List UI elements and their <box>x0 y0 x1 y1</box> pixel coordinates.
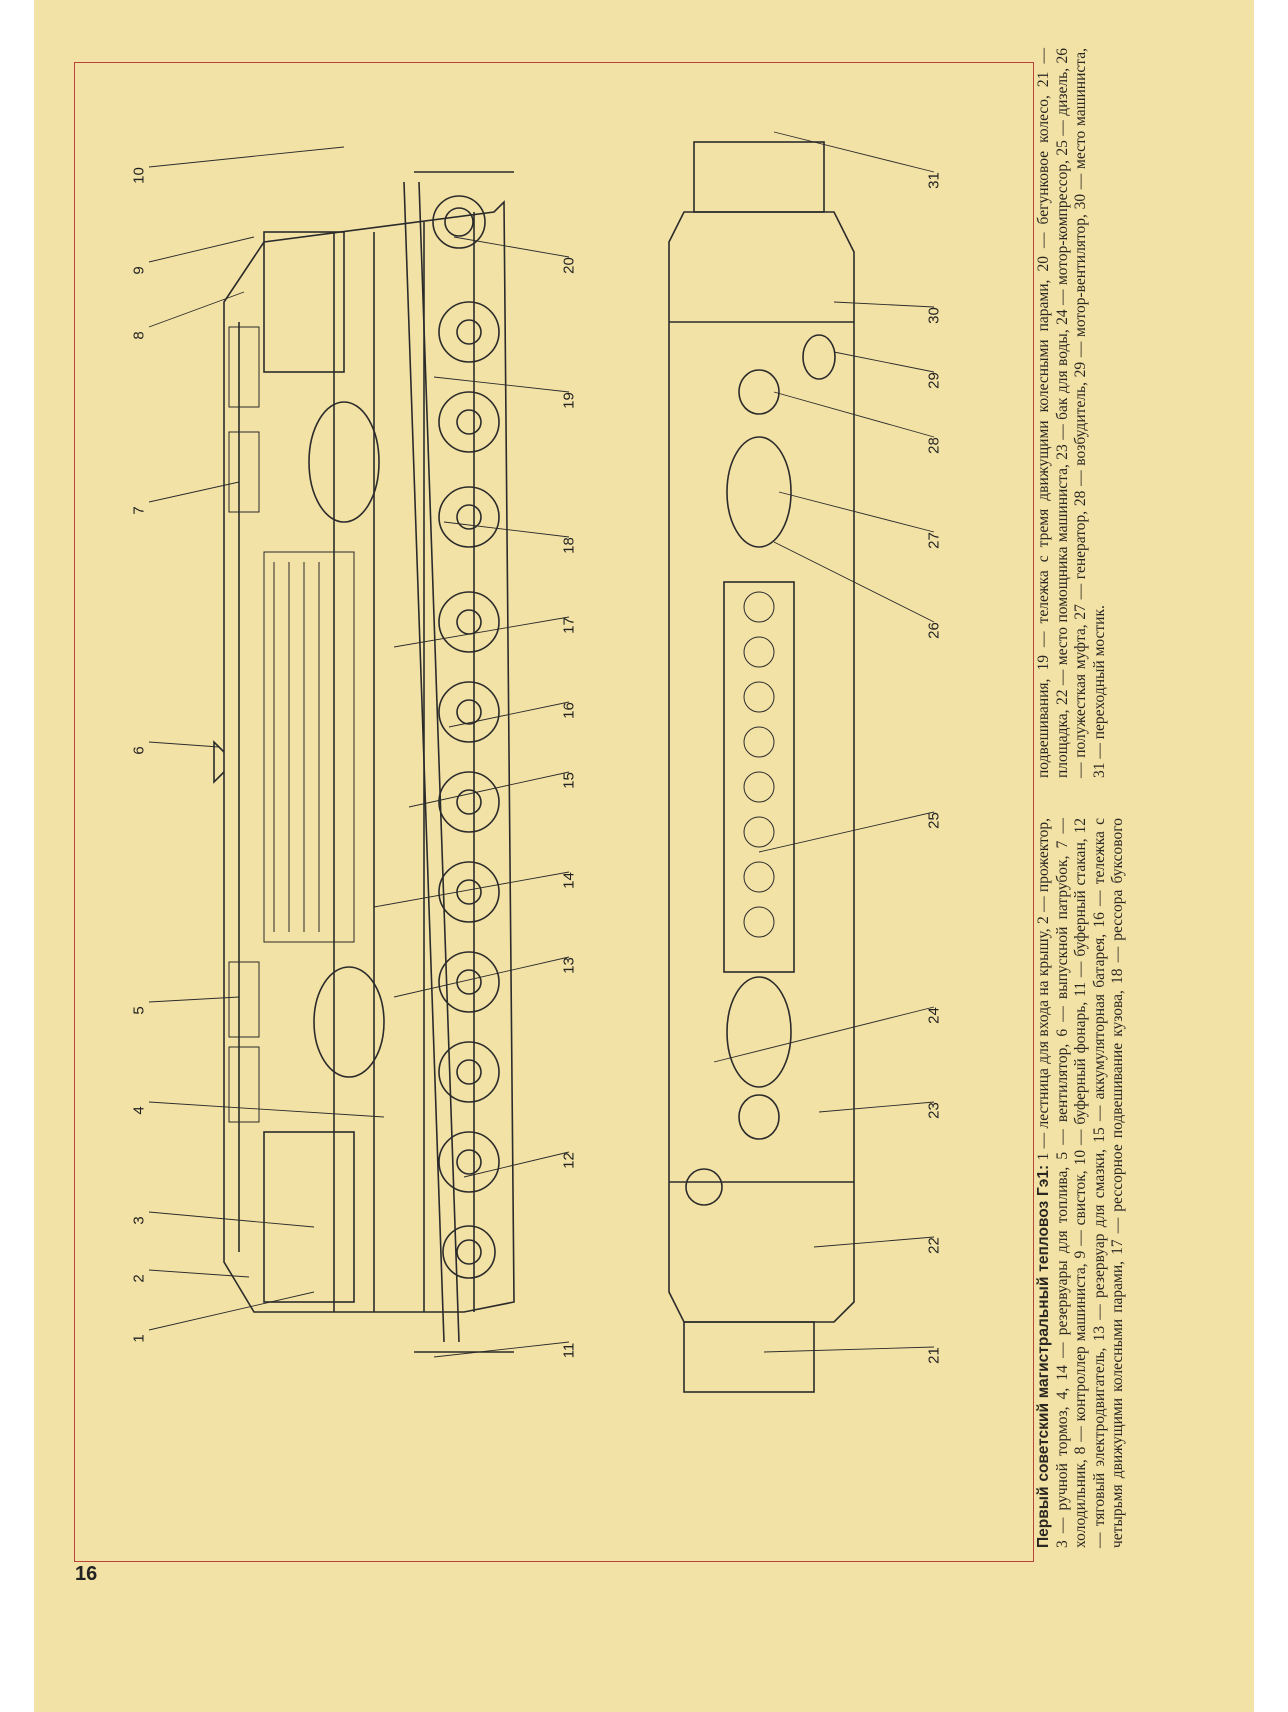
label-26: 26 <box>925 622 943 639</box>
page-number: 16 <box>75 1563 98 1585</box>
figure-caption: Первый советский магистральный тепловоз … <box>1035 48 1185 1548</box>
label-13: 13 <box>560 957 578 974</box>
label-27: 27 <box>925 532 943 549</box>
label-7: 7 <box>130 506 148 515</box>
label-10: 10 <box>130 167 148 184</box>
locomotive-drawing <box>148 131 935 1393</box>
label-6: 6 <box>130 746 148 755</box>
label-12: 12 <box>560 1152 578 1169</box>
label-17: 17 <box>560 617 578 634</box>
plan-view <box>668 141 855 1393</box>
figure-frame <box>74 62 1034 1562</box>
label-22: 22 <box>925 1237 943 1254</box>
label-25: 25 <box>925 812 943 829</box>
caption-title: Первый советский магистральный тепловоз … <box>1035 1164 1052 1548</box>
label-28: 28 <box>925 437 943 454</box>
label-19: 19 <box>560 392 578 409</box>
label-1: 1 <box>130 1334 148 1343</box>
label-24: 24 <box>925 1007 943 1024</box>
label-3: 3 <box>130 1216 148 1225</box>
label-21: 21 <box>925 1347 943 1364</box>
label-23: 23 <box>925 1102 943 1119</box>
label-15: 15 <box>560 772 578 789</box>
label-29: 29 <box>925 372 943 389</box>
label-18: 18 <box>560 537 578 554</box>
label-2: 2 <box>130 1274 148 1283</box>
label-14: 14 <box>560 872 578 889</box>
label-16: 16 <box>560 702 578 719</box>
label-5: 5 <box>130 1006 148 1015</box>
label-11: 11 <box>560 1342 578 1359</box>
side-view <box>213 171 515 1353</box>
label-4: 4 <box>130 1106 148 1115</box>
label-20: 20 <box>560 257 578 274</box>
label-30: 30 <box>925 307 943 324</box>
label-9: 9 <box>130 266 148 275</box>
label-31: 31 <box>925 172 943 189</box>
label-8: 8 <box>130 331 148 340</box>
